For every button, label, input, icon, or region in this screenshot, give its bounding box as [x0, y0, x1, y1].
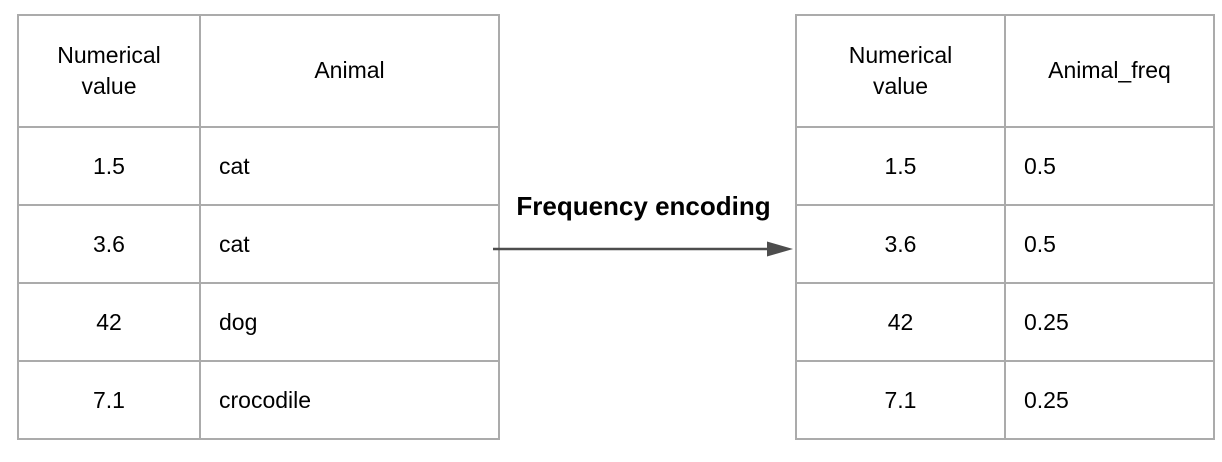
table-row: 3.6 0.5: [795, 204, 1215, 284]
table-row: 1.5 0.5: [795, 126, 1215, 206]
numerical-value-cell: 1.5: [17, 126, 201, 206]
column-header-label: Animal_freq: [1048, 57, 1171, 84]
column-header-label: Animal: [314, 57, 385, 84]
numerical-value-cell: 42: [17, 282, 201, 362]
transform-label: Frequency encoding: [516, 191, 771, 221]
freq-cell: 0.5: [1004, 126, 1215, 206]
freq-cell: 0.25: [1004, 360, 1215, 440]
animal-cell: cat: [199, 126, 500, 206]
numerical-value-cell: 7.1: [17, 360, 201, 440]
column-header-animal-freq: Animal_freq: [1004, 14, 1215, 128]
header-row: Numerical value Animal_freq: [795, 14, 1215, 128]
animal-cell: crocodile: [199, 360, 500, 440]
table-row: 1.5 cat: [17, 126, 500, 206]
table-row: 3.6 cat: [17, 204, 500, 284]
numerical-value-cell: 3.6: [795, 204, 1006, 284]
numerical-value-cell: 42: [795, 282, 1006, 362]
column-header-numerical-value: Numerical value: [17, 14, 201, 128]
table-row: 7.1 0.25: [795, 360, 1215, 440]
original-table: Numerical value Animal 1.5 cat 3.6 cat 4…: [17, 14, 500, 440]
freq-cell: 0.5: [1004, 204, 1215, 284]
column-header-label: Numerical value: [57, 41, 161, 99]
header-row: Numerical value Animal: [17, 14, 500, 128]
table-row: 7.1 crocodile: [17, 360, 500, 440]
encoded-table: Numerical value Animal_freq 1.5 0.5 3.6 …: [795, 14, 1215, 440]
animal-cell: cat: [199, 204, 500, 284]
table-row: 42 0.25: [795, 282, 1215, 362]
column-header-numerical-value: Numerical value: [795, 14, 1006, 128]
table-row: 42 dog: [17, 282, 500, 362]
column-header-animal: Animal: [199, 14, 500, 128]
animal-cell: dog: [199, 282, 500, 362]
column-header-label: Numerical value: [848, 41, 953, 99]
right-arrow-icon: [493, 241, 793, 257]
numerical-value-cell: 3.6: [17, 204, 201, 284]
transform-annotation: Frequency encoding: [493, 192, 794, 260]
freq-cell: 0.25: [1004, 282, 1215, 362]
numerical-value-cell: 7.1: [795, 360, 1006, 440]
numerical-value-cell: 1.5: [795, 126, 1006, 206]
